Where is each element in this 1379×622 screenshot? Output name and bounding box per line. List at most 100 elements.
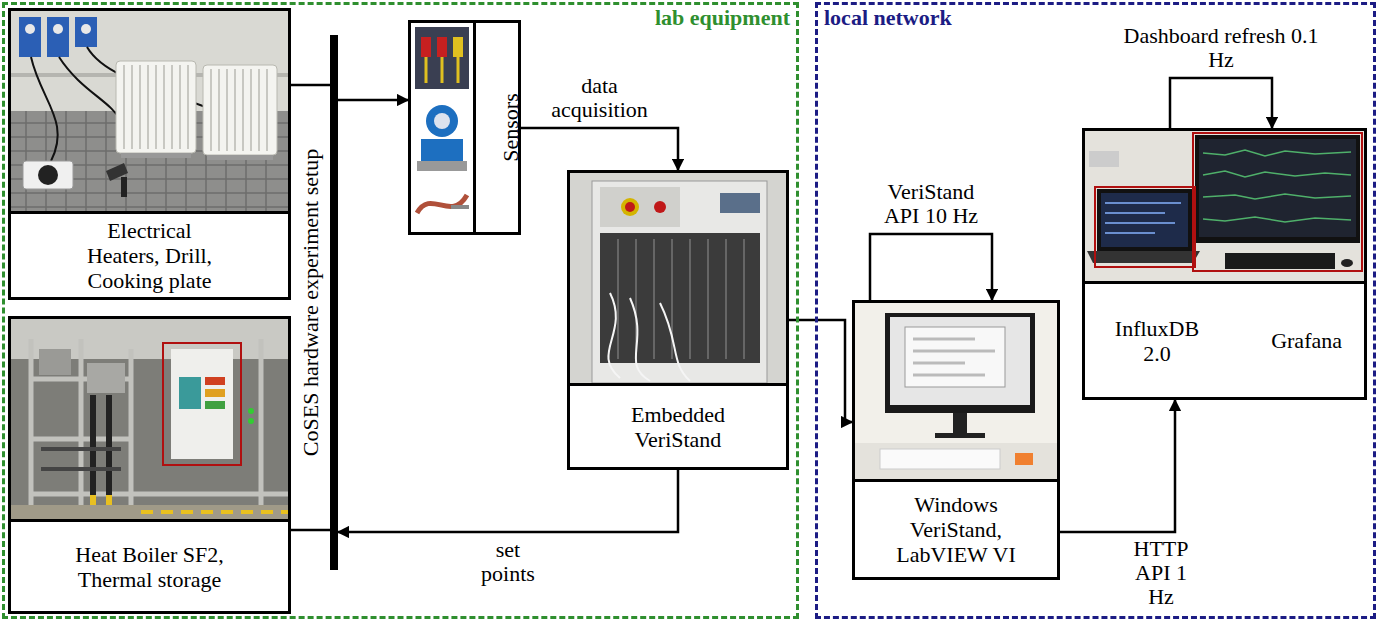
photo-detail xyxy=(1203,150,1351,222)
region-frame: lab equipment Electrical Heaters, Drill,… xyxy=(2,2,799,619)
caption-area: Electrical Heaters, Drill, Cooking plate xyxy=(11,214,288,297)
photo-detail xyxy=(890,317,1030,405)
photo-detail xyxy=(625,202,635,212)
photo-detail xyxy=(855,443,1057,479)
photo-detail xyxy=(434,113,450,129)
photo-detail xyxy=(453,37,463,57)
photo-detail xyxy=(720,193,760,213)
photo-detail xyxy=(47,17,69,57)
photo-detail xyxy=(417,195,467,213)
photo-frame xyxy=(1085,131,1364,284)
connector-label: HTTP API 1 Hz xyxy=(1123,537,1199,609)
boiler-photo xyxy=(11,319,288,519)
photo-detail xyxy=(116,61,196,153)
photo-detail xyxy=(913,339,995,375)
photo-detail xyxy=(421,139,463,161)
caption-area: Heat Boiler SF2, Thermal storage xyxy=(11,522,288,611)
photo-detail xyxy=(885,313,1035,413)
photo-detail xyxy=(451,205,469,209)
photo-detail xyxy=(417,161,467,171)
windows-pc-photo xyxy=(855,303,1057,479)
photo-box: Heat Boiler SF2, Thermal storage xyxy=(8,316,291,614)
connector-label: VeriStand API 10 Hz xyxy=(878,180,984,228)
photo-detail xyxy=(1095,187,1195,267)
photo-detail xyxy=(31,339,288,519)
connector-arrow xyxy=(870,234,992,300)
photo-detail xyxy=(11,319,288,519)
sensor-box: Sensors xyxy=(408,20,521,235)
photo-detail xyxy=(600,233,760,363)
photo-box: Windows VeriStand, LabVIEW VI xyxy=(852,300,1060,580)
photo-detail xyxy=(1105,203,1181,233)
region-label: local network xyxy=(824,5,952,31)
photo-detail xyxy=(38,165,58,185)
bus-label: CoSES hardware experiment setup xyxy=(299,149,324,456)
heaters-photo xyxy=(11,11,288,211)
photo-detail xyxy=(121,177,127,197)
photo-detail xyxy=(11,505,288,519)
photo-detail xyxy=(953,413,967,435)
connector-label: data acquisition xyxy=(537,74,663,122)
photo-detail xyxy=(570,173,786,383)
photo-detail xyxy=(592,181,767,383)
connector-arrow xyxy=(291,84,330,87)
connector-arrow xyxy=(291,529,330,532)
photo-detail xyxy=(415,27,469,89)
photo-detail xyxy=(179,377,201,409)
connector-label: set points xyxy=(465,538,551,586)
photo-detail xyxy=(171,349,233,459)
photo-detail xyxy=(121,153,191,158)
photo-detail xyxy=(1193,133,1362,271)
connector-arrow xyxy=(1060,400,1175,532)
photo-detail xyxy=(124,65,188,149)
bus-bar xyxy=(330,35,338,570)
photo-detail xyxy=(39,349,71,375)
photo-box: Electrical Heaters, Drill, Cooking plate xyxy=(8,8,291,300)
box-label: Embedded VeriStand xyxy=(618,402,738,452)
photo-detail xyxy=(205,389,225,397)
photo-detail xyxy=(600,187,680,227)
caption-area: Windows VeriStand, LabVIEW VI xyxy=(855,482,1057,577)
photo-detail xyxy=(205,401,225,409)
caption-area: Embedded VeriStand xyxy=(570,386,786,467)
box-label: Heat Boiler SF2, Thermal storage xyxy=(70,542,230,592)
photo-detail xyxy=(421,37,431,57)
connector-arrow xyxy=(1170,78,1272,128)
connector-arrow xyxy=(338,99,408,102)
photo-frame xyxy=(11,11,288,214)
photo-detail xyxy=(25,24,35,34)
embedded-photo xyxy=(570,173,786,383)
photo-box: InfluxDB 2.0Grafana xyxy=(1082,128,1367,400)
photo-detail xyxy=(654,201,666,213)
photo-detail xyxy=(141,510,288,514)
photo-detail xyxy=(855,303,1057,479)
photo-detail xyxy=(41,449,121,469)
photo-detail xyxy=(53,24,63,34)
region-label: lab equipment xyxy=(655,5,790,31)
connector-arrow xyxy=(521,128,678,170)
photo-detail xyxy=(207,155,273,160)
photo-frame xyxy=(855,303,1057,482)
box-label: Windows VeriStand, LabVIEW VI xyxy=(891,492,1021,567)
photo-detail xyxy=(248,408,254,414)
photo-detail xyxy=(1015,453,1033,465)
bus-label-area: CoSES hardware experiment setup xyxy=(292,35,330,570)
photo-detail xyxy=(1101,193,1188,247)
photo-detail xyxy=(426,105,458,137)
photo-detail xyxy=(1341,259,1353,267)
photo-detail xyxy=(608,293,690,381)
photo-detail xyxy=(621,198,639,216)
photo-detail xyxy=(1097,189,1192,251)
photo-detail xyxy=(93,395,109,509)
photo-detail xyxy=(1087,251,1200,263)
connector-arrow xyxy=(338,470,678,532)
dashboard-photo xyxy=(1085,131,1364,281)
photo-detail xyxy=(211,69,267,151)
photo-detail xyxy=(11,11,288,211)
photo-detail xyxy=(19,17,41,57)
photo-detail xyxy=(437,37,447,57)
photo-frame xyxy=(570,173,786,386)
photo-detail xyxy=(31,47,206,161)
photo-detail xyxy=(248,418,254,424)
photo-box: Embedded VeriStand xyxy=(567,170,789,470)
